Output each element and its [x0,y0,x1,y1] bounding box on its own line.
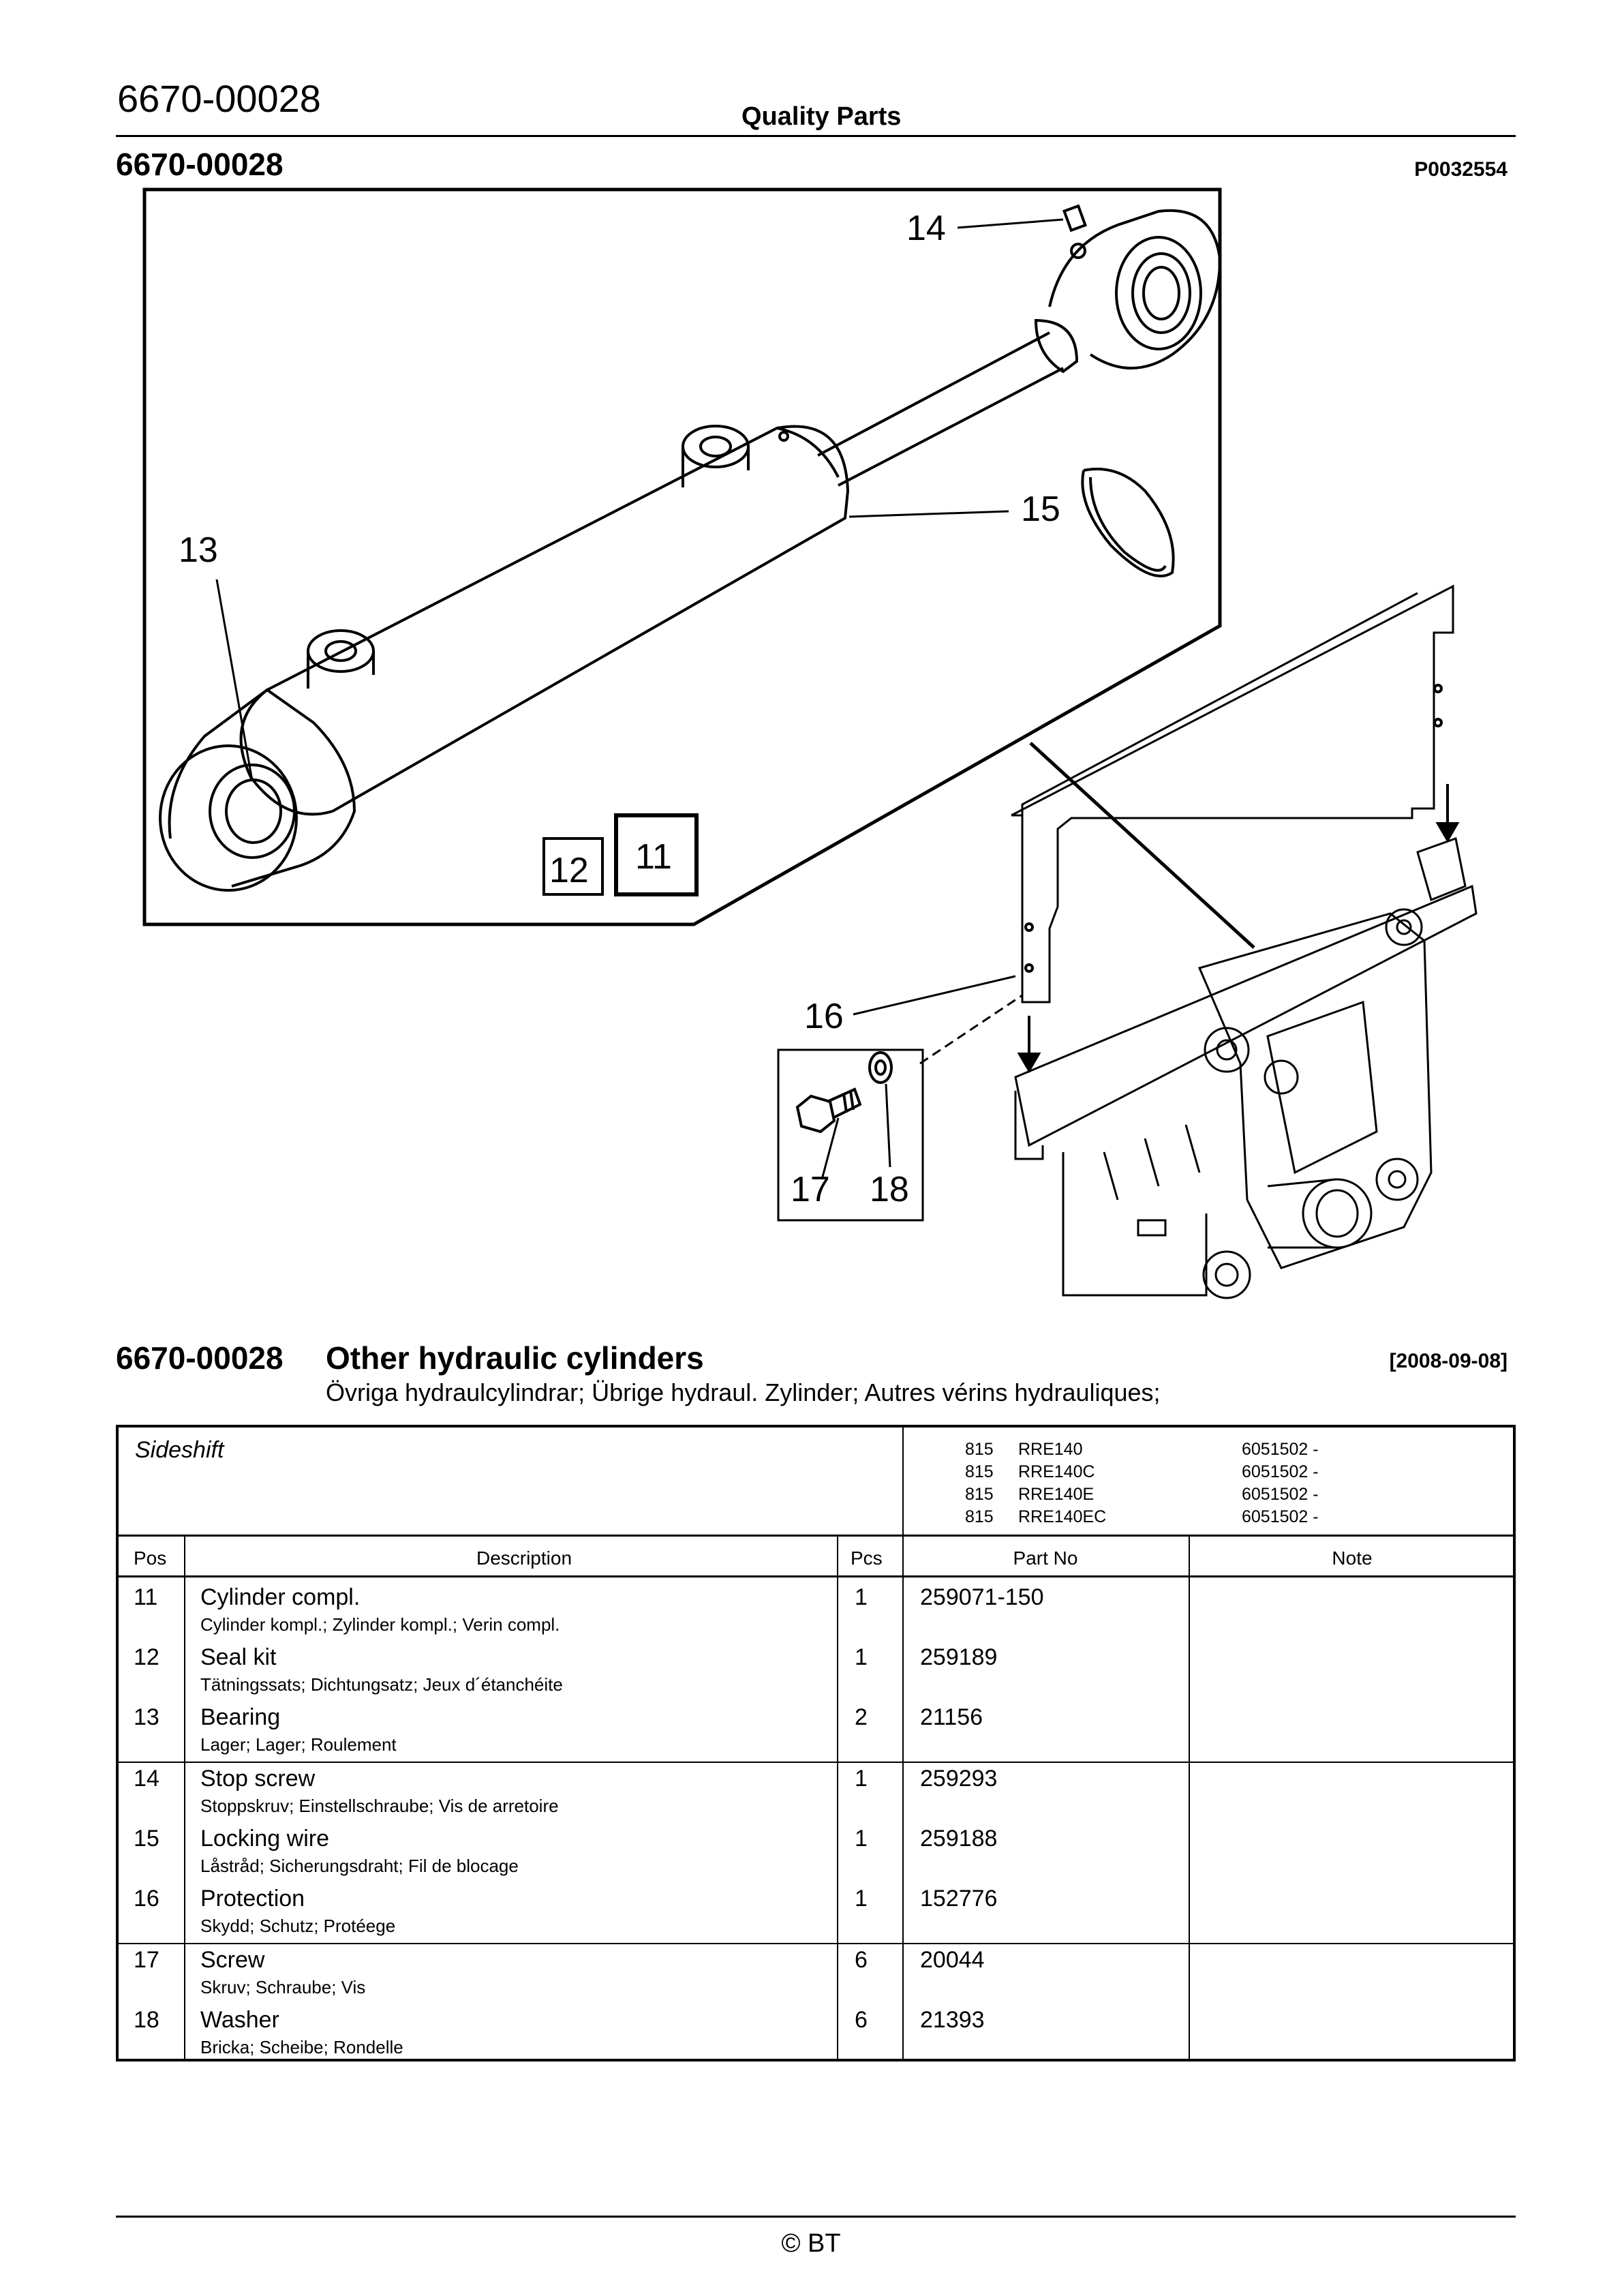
callout-16: 16 [804,997,844,1036]
table-row: 11 Cylinder compl. Cylinder kompl.; Zyli… [134,1584,1044,1635]
callout-18: 18 [870,1170,909,1209]
col-divider [902,1537,904,2059]
protection-plate [1011,584,1454,1003]
table-row: 12 Seal kit Tätningssats; Dichtungsatz; … [134,1644,998,1695]
group-label: Sideshift [135,1437,224,1463]
document-number: 6670-00028 [117,77,321,120]
sideshift-carriage [1014,837,1478,1299]
table-row: 14 Stop screw Stoppskruv; Einstellschrau… [134,1766,998,1816]
brand-line: Quality Parts [741,102,902,131]
callout-13: 13 [179,530,218,570]
washer [868,1051,893,1084]
col-description: Description [476,1547,572,1569]
col-divider [837,1537,838,2059]
model-divider [902,1428,904,1535]
col-divider [1189,1537,1190,2059]
hex-screw [795,1087,862,1134]
exploded-view-illustration: 14 15 13 12 11 16 17 18 [142,187,1478,1299]
group-rule [119,1762,1513,1763]
col-part-no: Part No [1013,1547,1078,1569]
callout-14: 14 [906,209,946,248]
footer-rule [116,2216,1516,2218]
callout-12: 12 [549,851,589,890]
copyright: © BT [781,2229,841,2258]
rod-eye [1048,209,1222,369]
section-date: [2008-09-08] [1389,1350,1508,1372]
locking-wire [1081,468,1175,577]
figure-number: 6670-00028 [116,147,284,182]
illustration-id: P0032554 [1414,158,1508,181]
callout-box-11 [614,813,699,896]
stop-screw [1062,204,1088,259]
callout-17: 17 [791,1170,830,1209]
detail-frame [142,187,1222,926]
header-rule [116,135,1516,137]
piston-rod [817,318,1079,487]
col-pcs: Pcs [851,1547,883,1569]
fastener-detail-box [777,1048,924,1222]
section-title: Other hydraulic cylinders [326,1340,704,1376]
table-row: 16 Protection Skydd; Schutz; Protéege 1 … [134,1886,998,1936]
callout-box-12 [542,837,604,896]
col-note: Note [1332,1547,1373,1569]
group-rule [119,1943,1513,1944]
table-row: 17 Screw Skruv; Schraube; Vis 6 20044 [134,1947,985,1997]
table-row: 18 Washer Bricka; Scheibe; Rondelle 6 21… [134,2007,985,2057]
section-subtitle: Övriga hydraulcylindrar; Übrige hydraul.… [326,1378,1161,1406]
callout-15: 15 [1021,489,1060,529]
callout-11: 11 [635,837,672,877]
col-divider [184,1537,185,2059]
column-header: Pos Description Pcs Part No Note [119,1537,1513,1577]
section-number: 6670-00028 [116,1340,284,1376]
col-pos: Pos [134,1547,167,1569]
table-row: 15 Locking wire Låstråd; Sicherungsdraht… [134,1826,998,1876]
table-row: 13 Bearing Lager; Lager; Roulement 2 211… [134,1704,983,1755]
cylinder-body [159,425,850,892]
